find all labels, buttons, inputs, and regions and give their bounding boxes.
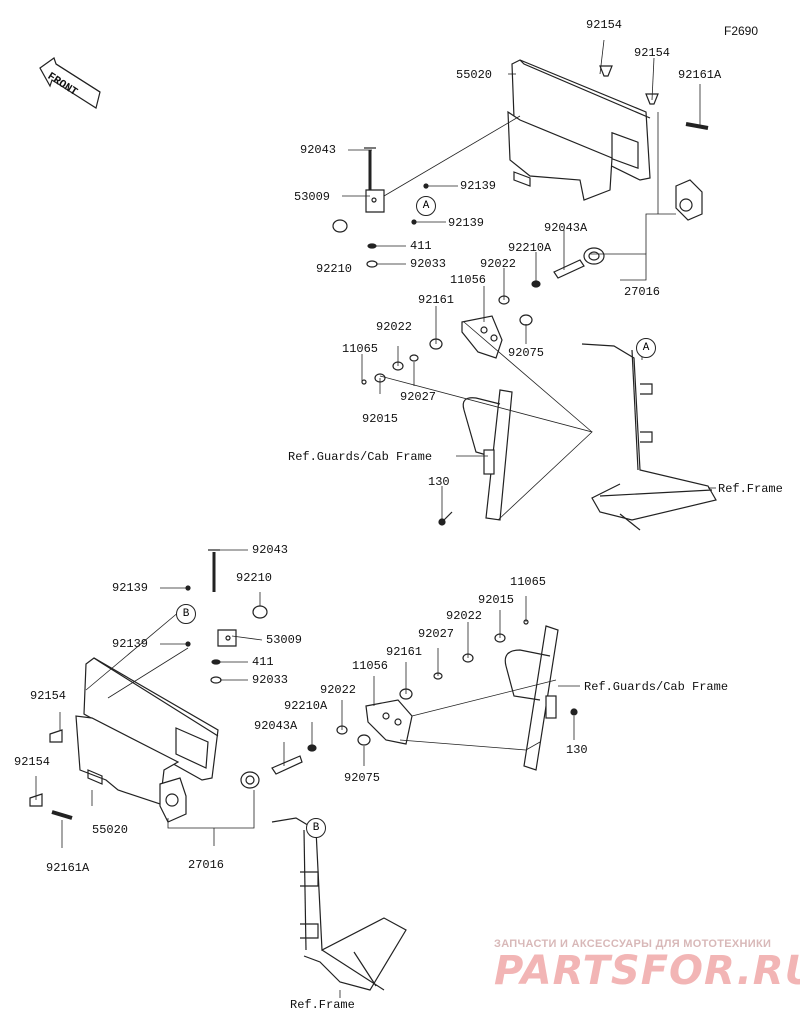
label-upper-11065: 11065	[342, 342, 379, 356]
label-upper-11056: 11056	[450, 273, 487, 287]
label-upper-92027: 92027	[400, 390, 437, 404]
label-upper-ref-frame: Ref.Frame	[718, 482, 783, 496]
label-lower-92022-a: 92022	[446, 609, 483, 623]
label-lower-130: 130	[566, 743, 588, 757]
label-lower-92027: 92027	[418, 627, 455, 641]
label-lower-92154-b: 92154	[14, 755, 51, 769]
label-lower-92139-b: 92139	[112, 637, 149, 651]
callout-circle-b-lower: B	[176, 604, 196, 624]
label-lower-92043: 92043	[252, 543, 289, 557]
label-lower-11065: 11065	[510, 575, 547, 589]
lower-guard-frame	[504, 625, 578, 771]
label-lower-ref-frame: Ref.Frame	[290, 998, 355, 1012]
watermark-tagline: ЗАПЧАСТИ И АКСЕССУАРЫ ДЛЯ МОТОТЕХНИКИ	[494, 938, 772, 950]
label-upper-92210: 92210	[316, 262, 353, 276]
lower-leader-lines	[35, 549, 580, 998]
label-upper-130: 130	[428, 475, 450, 489]
label-upper-92075: 92075	[508, 346, 545, 360]
lower-frame	[271, 817, 407, 991]
upper-bracket-53009	[332, 183, 429, 268]
label-lower-92161: 92161	[386, 645, 423, 659]
label-upper-92022-b: 92022	[376, 320, 413, 334]
watermark-logo: PARTSFOR.RU	[494, 948, 800, 994]
label-lower-411: 411	[252, 655, 274, 669]
label-upper-92139-b: 92139	[448, 216, 485, 230]
lower-bracket-53009	[185, 585, 268, 684]
label-lower-92033: 92033	[252, 673, 289, 687]
label-upper-92015: 92015	[362, 412, 399, 426]
label-lower-92043a: 92043A	[254, 719, 298, 733]
label-lower-53009: 53009	[266, 633, 303, 647]
label-lower-55020: 55020	[92, 823, 129, 837]
label-lower-92075: 92075	[344, 771, 381, 785]
label-lower-92015: 92015	[478, 593, 515, 607]
label-lower-92139-a: 92139	[112, 581, 149, 595]
upper-storage-box	[507, 59, 651, 201]
upper-guard-frame	[438, 389, 513, 526]
lower-latch-27016	[159, 771, 260, 823]
lower-storage-box	[75, 657, 219, 805]
label-upper-53009: 53009	[294, 190, 331, 204]
upper-leader-lines	[342, 39, 716, 521]
callout-circle-a-frame: A	[636, 338, 656, 358]
label-upper-92154-a: 92154	[586, 18, 623, 32]
label-upper-92210a: 92210A	[508, 241, 552, 255]
lower-bolts	[29, 549, 220, 820]
label-lower-92210a: 92210A	[284, 699, 328, 713]
label-lower-92022-b: 92022	[320, 683, 357, 697]
label-upper-92043: 92043	[300, 143, 337, 157]
label-lower-92161a: 92161A	[46, 861, 90, 875]
label-upper-92043a: 92043A	[544, 221, 588, 235]
label-upper-92033: 92033	[410, 257, 447, 271]
label-lower-92210: 92210	[236, 571, 273, 585]
label-lower-11056: 11056	[352, 659, 389, 673]
label-lower-ref-guards: Ref.Guards/Cab Frame	[584, 680, 729, 694]
figure-code: F2690	[724, 24, 759, 38]
upper-frame	[581, 343, 717, 531]
upper-latch-27016	[583, 179, 703, 265]
label-upper-92154-b: 92154	[634, 46, 671, 60]
label-upper-411: 411	[410, 239, 432, 253]
callout-circle-b-frame: B	[306, 818, 326, 838]
label-upper-92139-a: 92139	[460, 179, 497, 193]
label-upper-92022-a: 92022	[480, 257, 517, 271]
label-upper-ref-guards: Ref.Guards/Cab Frame	[288, 450, 433, 464]
label-upper-92161: 92161	[418, 293, 455, 307]
lower-hinge-stack	[271, 619, 529, 775]
label-upper-27016: 27016	[624, 285, 661, 299]
label-upper-55020: 55020	[456, 68, 493, 82]
label-lower-92154-a: 92154	[30, 689, 67, 703]
front-arrow-icon	[39, 57, 101, 109]
upper-bolts	[364, 65, 709, 190]
label-lower-27016: 27016	[188, 858, 225, 872]
callout-circle-a-upper: A	[416, 196, 436, 216]
label-upper-92161a: 92161A	[678, 68, 722, 82]
